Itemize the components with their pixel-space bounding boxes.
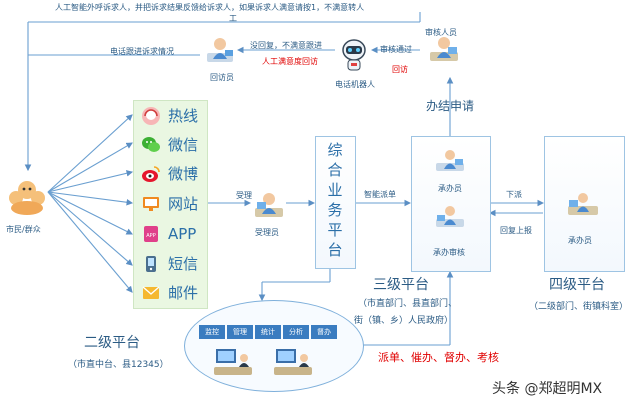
tab-analysis[interactable]: 分析 [283, 325, 309, 339]
operator-workstation-icon-2 [272, 345, 316, 379]
sms-phone-icon [140, 253, 162, 275]
level3-title: 三级平台 [373, 277, 429, 293]
operator-workstation-icon-1 [212, 345, 256, 379]
level4-panel [544, 136, 625, 272]
center-title-char-2: 合 [327, 161, 343, 179]
channels-panel: 热线 微信 微博 网站 APP APP 短信 邮件 [133, 100, 208, 309]
center-title-char-4: 务 [327, 201, 343, 219]
dispatch-down-label: 下派 [506, 190, 522, 199]
reply-report-label: 回复上报 [500, 226, 532, 235]
actions-label: 派单、催办、督办、考核 [378, 351, 499, 364]
visitor-label: 回访员 [210, 73, 234, 82]
robot-icon [337, 38, 371, 74]
level3-handler-icon [434, 148, 466, 174]
channel-hotline: 热线 [134, 103, 207, 128]
level4-handler-icon [566, 190, 600, 218]
center-title-char-5: 平 [327, 221, 343, 239]
svg-text:APP: APP [146, 233, 155, 239]
phone-followup-label: 电话跟进诉求情况 [110, 47, 174, 56]
level3-handler-label: 承办员 [438, 184, 462, 193]
website-icon [140, 193, 162, 215]
channel-sms: 短信 [134, 251, 207, 276]
callback-label: 回访 [392, 65, 408, 74]
reviewer-label: 审核人员 [425, 28, 457, 37]
channel-app: APP APP [134, 221, 207, 246]
level3-review-icon [434, 204, 466, 230]
tab-supervise[interactable]: 督办 [311, 325, 337, 339]
accept-label: 受理 [236, 191, 252, 200]
tab-monitor[interactable]: 监控 [199, 325, 225, 339]
integrated-business-platform [315, 136, 356, 269]
channel-hotline-label: 热线 [168, 107, 199, 125]
receptionist-icon [252, 190, 286, 220]
level3-sub2: 街（镇、乡）人民政府） [354, 316, 454, 326]
tab-manage[interactable]: 管理 [227, 325, 253, 339]
level2-sub: （市直中台、县12345） [68, 360, 169, 370]
channel-wechat-label: 微信 [168, 136, 199, 154]
weibo-icon [140, 163, 162, 185]
center-title-char-1: 综 [327, 141, 343, 159]
level2-platform-ellipse [184, 300, 364, 392]
not-replied-label: 没回复，不满意跟进 [250, 41, 322, 50]
citizen-label: 市民/群众 [6, 225, 41, 234]
apply-label: 办结申请 [426, 99, 475, 113]
level4-sub: （二级部门、街镇科室） [529, 302, 629, 312]
channel-email: 邮件 [134, 280, 207, 305]
top-instruction-line2: 工 [229, 14, 237, 23]
robot-label: 电话机器人 [335, 80, 375, 89]
channel-sms-label: 短信 [168, 255, 199, 273]
wechat-icon [140, 134, 162, 156]
email-icon [140, 282, 162, 304]
app-icon: APP [140, 223, 162, 245]
center-title-char-6: 台 [327, 241, 343, 259]
hotline-icon [140, 105, 162, 127]
level3-sub1: （市直部门、县直部门、 [358, 299, 458, 309]
citizen-icon [5, 178, 49, 216]
review-pass-label: 审核通过 [380, 45, 412, 54]
channel-email-label: 邮件 [168, 284, 199, 302]
channel-website: 网站 [134, 191, 207, 216]
level4-title: 四级平台 [549, 277, 605, 293]
channel-weibo: 微博 [134, 161, 207, 186]
level4-handler-label: 承办员 [568, 236, 592, 245]
visitor-person-icon [203, 35, 237, 65]
ai-satisfaction-label: 人工满意度回访 [262, 57, 318, 66]
level3-review-label: 承办审核 [433, 248, 465, 257]
level2-tabs: 监控 管理 统计 分析 督办 [199, 325, 337, 339]
channel-wechat: 微信 [134, 132, 207, 157]
channel-app-label: APP [168, 224, 197, 243]
top-instruction-line1: 人工智能外呼诉求人，并把诉求结果反馈给诉求人，如果诉求人满意请按1，不满意转人 [55, 3, 365, 12]
watermark: 头条 @郑超明MX [492, 381, 603, 397]
channel-website-label: 网站 [168, 195, 199, 213]
receptionist-label: 受理员 [255, 228, 279, 237]
channel-weibo-label: 微博 [168, 165, 199, 183]
tab-statistics[interactable]: 统计 [255, 325, 281, 339]
level2-title: 二级平台 [84, 335, 140, 351]
smart-dispatch-label: 智能派单 [364, 190, 396, 199]
reviewer-icon [428, 34, 460, 64]
center-title-char-3: 业 [327, 181, 343, 199]
